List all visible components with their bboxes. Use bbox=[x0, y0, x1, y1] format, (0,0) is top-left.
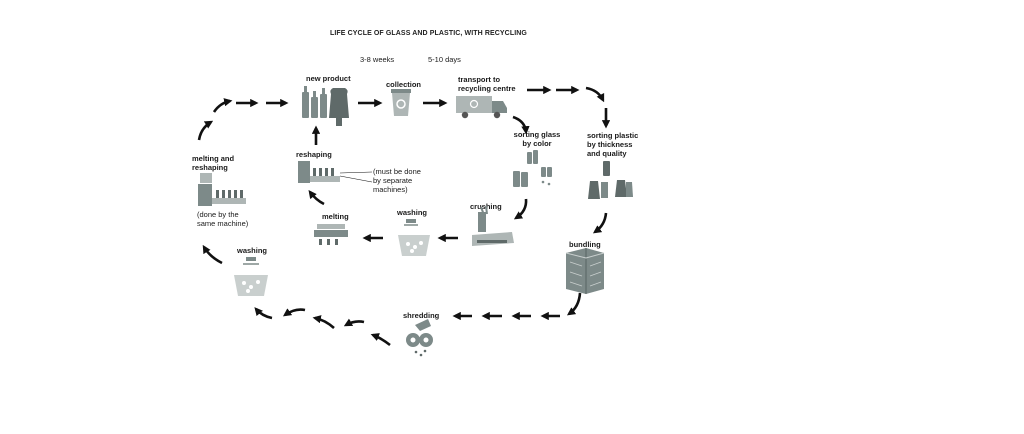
arrow-up-left-2 bbox=[197, 120, 214, 141]
melting-label: melting bbox=[322, 212, 349, 221]
arrow-to-crushing bbox=[513, 198, 528, 220]
washing-glass-label: washing bbox=[397, 208, 428, 217]
arrow-curve-5 bbox=[254, 307, 273, 320]
washing-glass-icon bbox=[398, 219, 430, 256]
arrow-curve-2 bbox=[343, 318, 365, 327]
bundling-label: bundling bbox=[569, 240, 601, 249]
diagram-title: LIFE CYCLE OF GLASS AND PLASTIC, WITH RE… bbox=[330, 30, 527, 37]
melting-icon bbox=[314, 224, 348, 245]
arrow-curve-1 bbox=[370, 333, 391, 347]
arrow-to-bundling bbox=[592, 212, 608, 234]
arrow-to-reshaping bbox=[308, 190, 325, 206]
arrow-up-left-1 bbox=[202, 244, 223, 265]
arrow-curve-4 bbox=[282, 308, 306, 317]
truck-icon bbox=[456, 96, 507, 119]
note-pointer-1 bbox=[339, 171, 373, 174]
crusher-icon bbox=[472, 205, 514, 246]
arrow-curve-3 bbox=[312, 315, 335, 329]
reshaping-icon bbox=[298, 161, 340, 183]
melting-reshaping-icon bbox=[198, 173, 246, 206]
washing-plastic-label: washing bbox=[237, 246, 268, 255]
new-product-label: new product bbox=[306, 74, 351, 83]
duration-collection-label: 5-10 days bbox=[428, 55, 461, 64]
reshaping-label: reshaping bbox=[296, 150, 332, 159]
collection-label: collection bbox=[386, 80, 422, 89]
arrow-up-left-3 bbox=[212, 98, 233, 113]
collection-bin-icon bbox=[391, 89, 411, 116]
shredder-icon bbox=[406, 319, 433, 357]
arrow-bundling-down bbox=[566, 292, 582, 316]
duration-use-label: 3-8 weeks bbox=[360, 55, 395, 64]
note-pointer-2 bbox=[339, 175, 373, 183]
bundling-icon bbox=[565, 248, 605, 294]
shredding-label: shredding bbox=[403, 311, 440, 320]
sorting-plastic-icon bbox=[588, 161, 633, 199]
sorting-glass-icon bbox=[513, 150, 552, 187]
arrow-corner-right bbox=[585, 86, 605, 103]
new-product-icon bbox=[302, 86, 349, 126]
washing-plastic-icon bbox=[234, 257, 268, 296]
arrow-to-sorting-glass bbox=[512, 115, 530, 135]
